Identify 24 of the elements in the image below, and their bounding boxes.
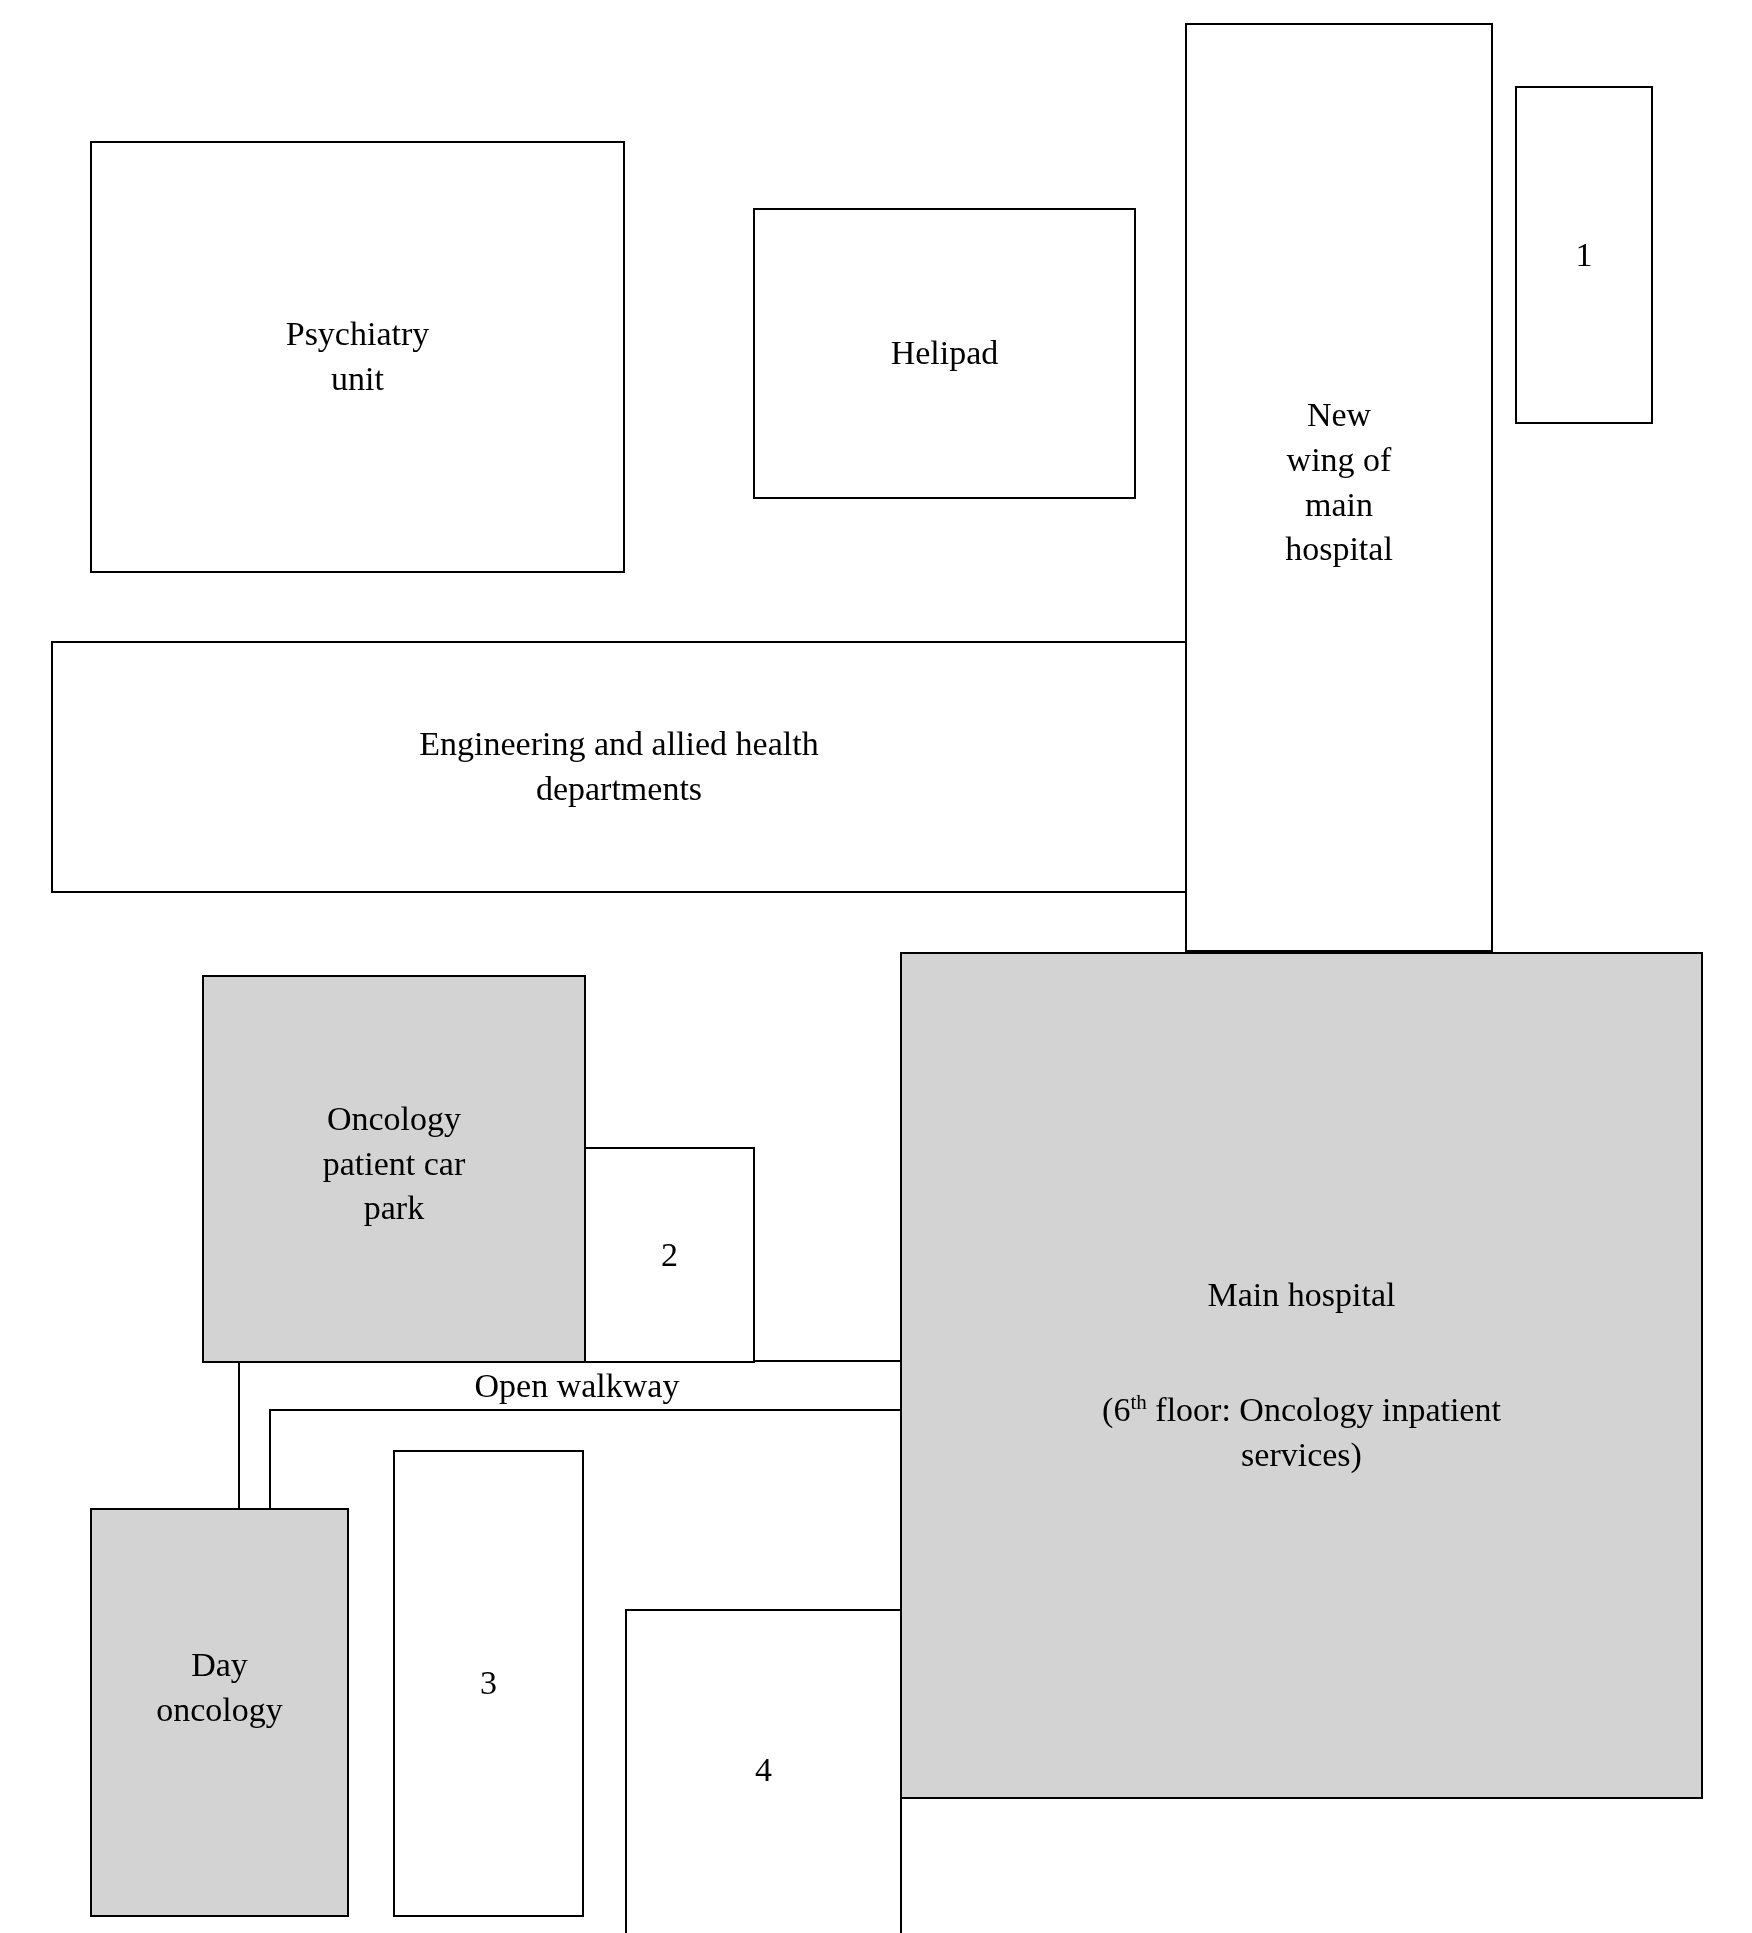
building-label: Oncology patient car park: [321, 1098, 467, 1229]
walkway-label: Open walkway: [474, 1366, 680, 1406]
building-label: Main hospital: [1207, 1275, 1396, 1316]
building-box: [1515, 86, 1653, 424]
building-box: [584, 1147, 755, 1363]
building-box: [90, 1508, 349, 1917]
building-box: [90, 141, 625, 573]
building-label: Day oncology: [156, 1644, 283, 1730]
place-number: 2: [661, 1234, 678, 1275]
building-label: Psychiatry unit: [285, 314, 430, 399]
building-box: [625, 1609, 902, 1933]
place-number: 1: [1575, 234, 1593, 275]
building-label: Engineering and allied health departments: [418, 724, 820, 809]
building-label: Helipad: [890, 333, 999, 374]
building-box: [393, 1450, 584, 1917]
building-box: [202, 975, 586, 1363]
place-number: 3: [480, 1663, 497, 1704]
building-box: [51, 641, 1187, 893]
place-number: 4: [755, 1749, 772, 1790]
building-box: [1185, 23, 1493, 952]
building-label: New wing of main hospital: [1285, 394, 1393, 570]
building-box: [753, 208, 1136, 499]
building-box: [900, 952, 1703, 1799]
building-label: (6$^{th}$ floor: Oncology inpatient services): [1101, 1388, 1502, 1475]
